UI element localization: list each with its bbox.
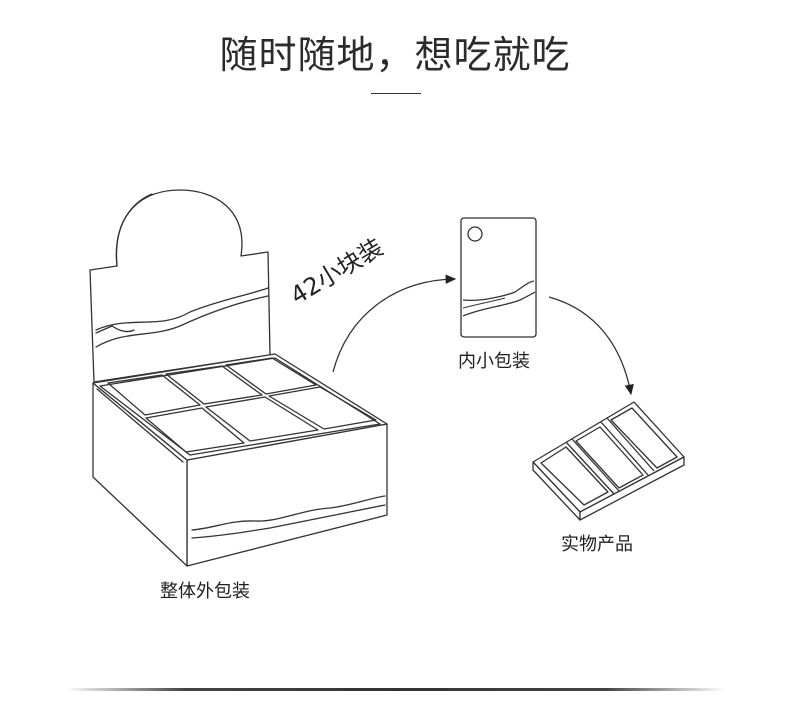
inner-pack-drawing: [460, 217, 537, 338]
title-underline: [371, 93, 421, 94]
arrow-to-inner-pack: [332, 274, 457, 373]
page-title: 随时随地，想吃就吃: [219, 33, 571, 77]
product-label: 实物产品: [561, 534, 633, 555]
inner-pack-label: 内小包装: [458, 351, 530, 372]
arrow-to-product: [548, 296, 634, 396]
box-label: 整体外包装: [160, 581, 250, 602]
display-box-drawing: [89, 189, 388, 567]
product-drawing: [532, 401, 685, 521]
bottom-divider: [65, 688, 725, 691]
